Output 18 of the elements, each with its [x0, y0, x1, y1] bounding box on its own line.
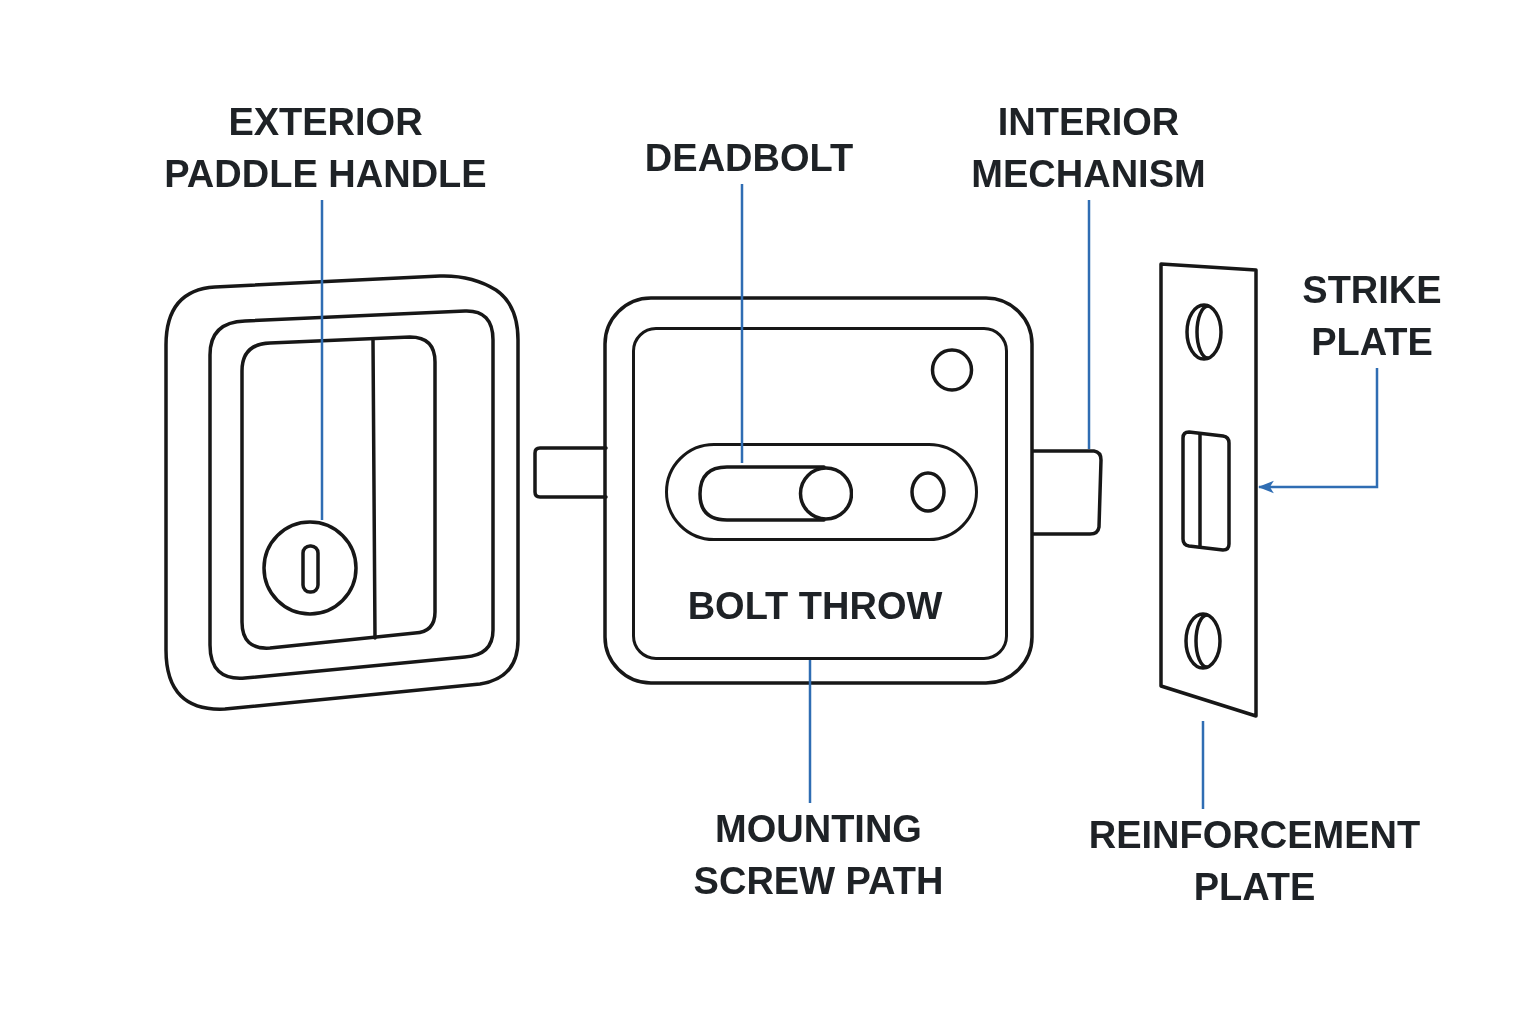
part-label: BOLT THROW: [687, 584, 943, 629]
callout-label: INTERIOR MECHANISM: [966, 96, 1211, 200]
leader-line: [320, 200, 324, 520]
leader-line: [1087, 200, 1091, 449]
callout-label: STRIKE PLATE: [1297, 264, 1447, 368]
callout-label: REINFORCEMENT PLATE: [1082, 809, 1427, 913]
leader-line: [740, 184, 744, 463]
bolt-slot: [696, 463, 853, 523]
callout-label: DEADBOLT: [644, 132, 854, 184]
lock-faceplate: [632, 327, 1008, 660]
strike-plate: [1159, 261, 1259, 721]
leader-line: [808, 660, 812, 803]
latch-tab: [1032, 449, 1104, 537]
leader-arrow: [1257, 368, 1379, 494]
lock-cylinder: [262, 520, 358, 616]
callout-label: EXTERIOR PADDLE HANDLE: [158, 96, 493, 200]
callout-label: MOUNTING SCREW PATH: [686, 803, 951, 907]
leader-line: [1201, 721, 1205, 809]
